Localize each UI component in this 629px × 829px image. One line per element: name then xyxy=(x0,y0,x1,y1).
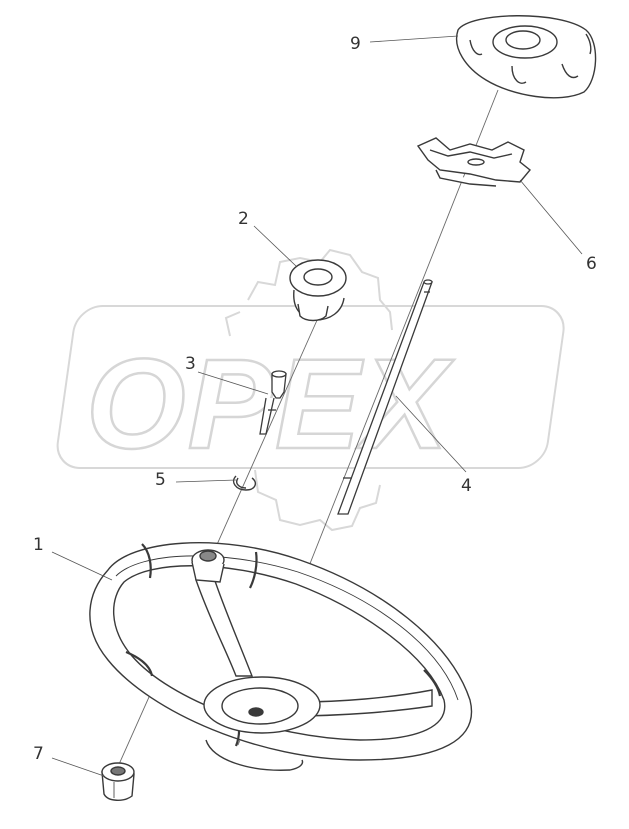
part-2-knob xyxy=(289,259,347,322)
leader-7 xyxy=(51,757,105,777)
callout-label-2: 2 xyxy=(238,209,249,229)
part-6-bracket xyxy=(416,137,531,187)
leader-4 xyxy=(395,395,467,473)
part-5-snap-ring xyxy=(232,475,257,491)
watermark-gear-outline xyxy=(224,248,393,337)
part-4-shaft xyxy=(337,279,433,515)
callout-label-1: 1 xyxy=(33,535,44,555)
leader-2 xyxy=(253,225,297,267)
leader-1 xyxy=(51,551,113,581)
wheel-spoke-right xyxy=(288,689,433,717)
leader-6 xyxy=(519,179,583,255)
part-1-steering-wheel xyxy=(89,542,473,771)
leader-3 xyxy=(197,371,269,395)
callout-label-6: 6 xyxy=(586,254,597,274)
callout-label-5: 5 xyxy=(155,470,166,490)
callout-label-9: 9 xyxy=(350,34,361,54)
callout-label-4: 4 xyxy=(461,476,472,496)
wheel-hub-inner xyxy=(221,687,299,725)
wheel-rim-inner xyxy=(113,565,446,741)
leader-9 xyxy=(369,35,459,43)
callout-label-7: 7 xyxy=(33,744,44,764)
wheel-hub-center xyxy=(248,707,264,717)
leader-5 xyxy=(175,479,237,483)
part-7-nut xyxy=(101,762,135,801)
part-9-horn-cap xyxy=(456,15,597,99)
part-3-pin xyxy=(259,370,287,435)
watermark-gear-bottom xyxy=(254,469,381,532)
wheel-spoke-left xyxy=(195,577,254,677)
callout-label-3: 3 xyxy=(185,354,196,374)
leader-lines xyxy=(51,35,583,777)
